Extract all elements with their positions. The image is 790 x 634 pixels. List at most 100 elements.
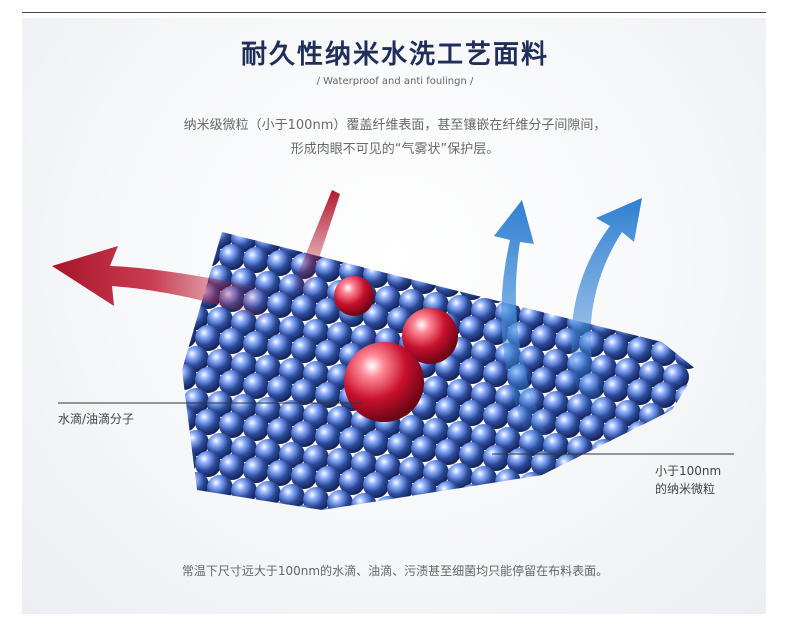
fabric-bead: [579, 457, 605, 483]
fabric-bead: [543, 517, 569, 530]
fabric-bead: [267, 418, 293, 444]
fabric-bead: [387, 517, 413, 530]
fabric-bead: [591, 439, 617, 465]
fabric-bead: [231, 478, 257, 504]
fabric-bead: [195, 241, 221, 267]
fabric-bead: [339, 427, 365, 453]
fabric-bead: [363, 304, 389, 330]
fabric-bead: [207, 475, 233, 501]
fabric-bead: [291, 463, 317, 489]
fabric-bead: [663, 280, 689, 306]
fabric-bead: [555, 412, 581, 438]
fabric-bead: [615, 484, 641, 510]
fabric-bead: [459, 526, 485, 530]
fabric-bead: [675, 427, 697, 453]
fabric-bead: [267, 502, 293, 510]
fabric-bead: [315, 298, 341, 324]
fabric-bead: [459, 400, 485, 426]
fabric-bead: [639, 403, 665, 429]
fabric-bead: [255, 481, 281, 507]
fabric-bead: [195, 409, 221, 435]
fabric-bead: [531, 367, 557, 393]
red-arrow-icon: [292, 190, 340, 298]
fabric-bead: [267, 460, 293, 486]
fabric-bead: [603, 460, 629, 486]
fabric-bead: [315, 466, 341, 492]
fabric-bead: [603, 502, 629, 510]
fabric-bead: [219, 328, 245, 354]
fabric-bead: [519, 472, 545, 498]
blue-arrow-icon: [571, 198, 642, 430]
fabric-bead: [603, 334, 629, 360]
fabric-bead: [435, 481, 461, 507]
fabric-bead: [471, 256, 497, 282]
droplet-callout-label: 水滴/油滴分子: [58, 412, 135, 426]
fabric-bead: [615, 442, 641, 468]
fabric-bead: [675, 511, 701, 530]
fabric-bead: [531, 283, 557, 309]
fabric-bead: [519, 514, 545, 530]
fabric-bead: [459, 442, 485, 468]
fabric-bead: [363, 430, 389, 456]
fabric-bead: [627, 463, 653, 489]
fabric-bead: [219, 454, 245, 480]
fabric-bead: [315, 424, 341, 450]
fabric-bead: [183, 232, 209, 246]
fabric-bead: [267, 250, 293, 276]
fabric-bead: [603, 376, 629, 402]
fabric-bead: [387, 433, 413, 459]
fabric-bead: [411, 436, 437, 462]
fabric-bead: [243, 373, 269, 399]
fabric-bead: [483, 487, 509, 510]
red-arrow-icon: [52, 246, 272, 320]
fabric-bead: [651, 508, 677, 510]
fabric-bead: [411, 520, 437, 530]
fabric-bead: [663, 322, 689, 348]
fabric-bead: [627, 337, 653, 363]
fabric-bead: [267, 334, 293, 360]
fabric-bead: [543, 475, 569, 501]
fabric-bead: [243, 415, 269, 441]
fabric-bead: [291, 379, 317, 405]
fabric-bead: [471, 508, 497, 510]
fabric-bead: [243, 457, 269, 483]
fabric-bead: [411, 478, 437, 504]
fabric-bead: [555, 496, 581, 510]
fabric-bead: [315, 382, 341, 408]
fabric-bead: [447, 505, 473, 510]
page-title: 耐久性纳米水洗工艺面料: [240, 40, 549, 70]
fabric-bead: [219, 370, 245, 396]
fabric-bead: [243, 499, 269, 510]
fabric-bead: [291, 337, 317, 363]
fabric-bead: [182, 322, 197, 348]
description-line-1: 纳米级微粒（小于100nm）覆盖纤维表面，甚至镶嵌在纤维分子间隙间，: [183, 118, 607, 133]
fabric-bead: [339, 511, 365, 530]
description-line-2: 形成肉眼不可见的“气雾状”保护层。: [290, 142, 500, 157]
fabric-bead: [291, 295, 317, 321]
fabric-bead: [315, 340, 341, 366]
top-rule: [22, 12, 766, 13]
fabric-bead: [182, 238, 197, 264]
fabric-bead: [639, 277, 665, 303]
fabric-bead: [471, 466, 497, 492]
fabric-bead: [182, 232, 185, 243]
fabric-bead: [399, 499, 425, 510]
fabric-bead: [639, 529, 665, 530]
fabric-bead: [459, 316, 485, 342]
fabric-bead: [507, 490, 533, 510]
fabric-bead: [182, 385, 185, 411]
fabric-bead: [651, 382, 677, 408]
fabric-bead: [615, 274, 641, 300]
fabric-bead: [182, 490, 197, 510]
footer-note: 常温下尺寸远大于100nm的水滴、油滴、污渍甚至细菌均只能停留在布料表面。: [181, 564, 609, 578]
fabric-bead: [435, 439, 461, 465]
fabric-bead: [435, 523, 461, 530]
fabric-bead: [182, 364, 197, 390]
fabric-bead: [567, 520, 593, 530]
fabric-bead: [375, 496, 401, 510]
fabric-bead: [182, 427, 185, 453]
fabric-bead: [243, 247, 269, 273]
fabric-bead: [363, 514, 389, 530]
fabric-bead: [459, 484, 485, 510]
fabric-bead: [603, 292, 629, 318]
